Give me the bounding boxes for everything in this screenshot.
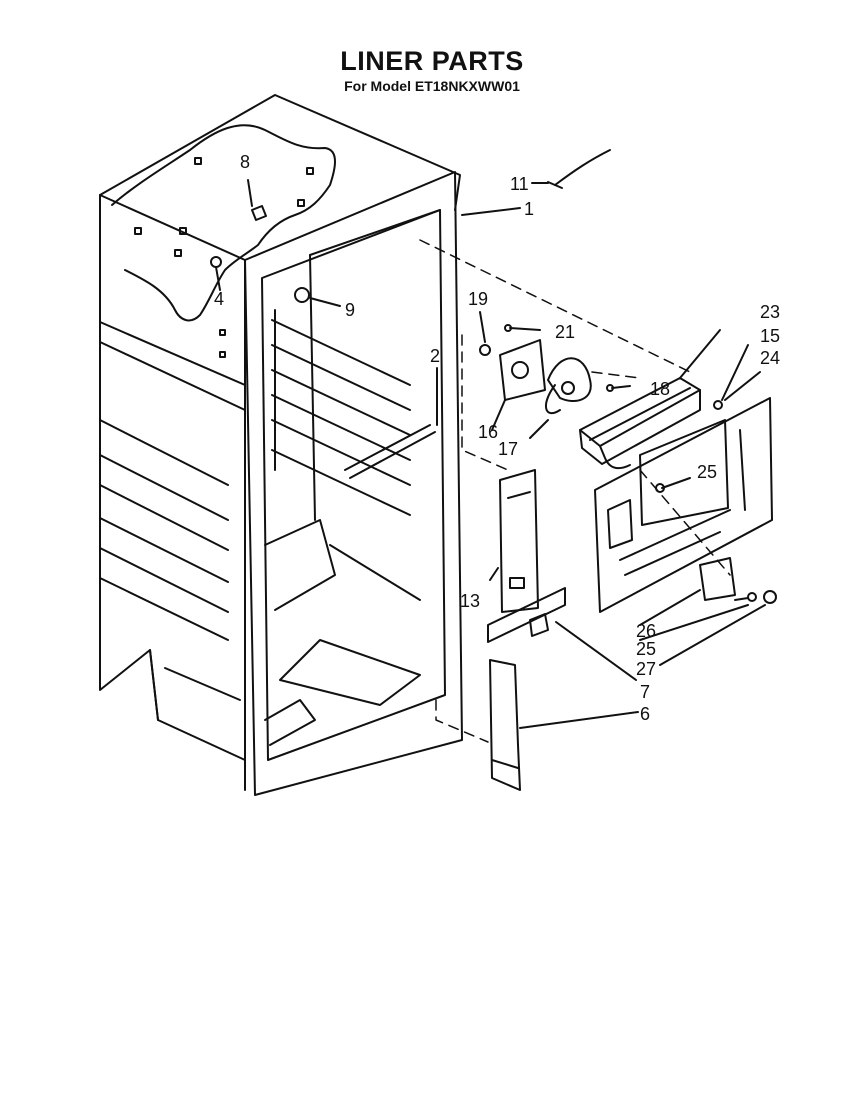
callout-1: 1 (524, 199, 534, 219)
callout-9: 9 (345, 300, 355, 320)
part-8-clip (247, 179, 267, 221)
part-18-screw (606, 384, 631, 392)
callout-18: 18 (650, 379, 670, 399)
callout-15: 15 (760, 326, 780, 346)
callout-2: 2 (430, 346, 440, 366)
callout-24: 24 (760, 348, 780, 368)
part-25-screw-upper (655, 477, 691, 493)
part-7-plate (487, 587, 637, 681)
callout-6: 6 (640, 704, 650, 724)
part-26-plate (639, 557, 736, 626)
callout-25-lower: 25 (636, 639, 656, 659)
part-16-motor (491, 339, 546, 431)
callout-11: 11 (510, 174, 529, 194)
callout-26: 26 (636, 621, 656, 641)
part-23-grille (579, 329, 721, 470)
part-4-fastener (210, 256, 222, 291)
callout-17: 17 (498, 439, 518, 459)
callout-27: 27 (636, 659, 656, 679)
part-17-fan (529, 357, 592, 439)
part-15-screw (713, 344, 749, 410)
part-2-rod (344, 367, 438, 479)
callout-4: 4 (214, 289, 224, 309)
callout-25-upper: 25 (697, 462, 717, 482)
callout-13: 13 (460, 591, 480, 611)
callout-19: 19 (468, 289, 488, 309)
part-24-panel (594, 371, 773, 613)
callout-23: 23 (760, 302, 780, 322)
part-25-screw-lower (639, 592, 757, 641)
callout-16: 16 (478, 422, 498, 442)
part-21-screw (504, 324, 541, 332)
model-subtitle: For Model ET18NKXWW01 (344, 78, 520, 94)
part-11-wire (531, 149, 611, 189)
callout-8: 8 (240, 152, 250, 172)
part-9-socket (294, 287, 341, 307)
callout-7: 7 (640, 682, 650, 702)
part-19-screw (479, 311, 491, 356)
part-6-cover (489, 659, 639, 791)
callout-21: 21 (555, 322, 575, 342)
part-27-cap (659, 590, 777, 666)
liner-cabinet (99, 94, 463, 796)
page-title: LINER PARTS (340, 46, 524, 76)
part-13-duct (489, 469, 539, 613)
